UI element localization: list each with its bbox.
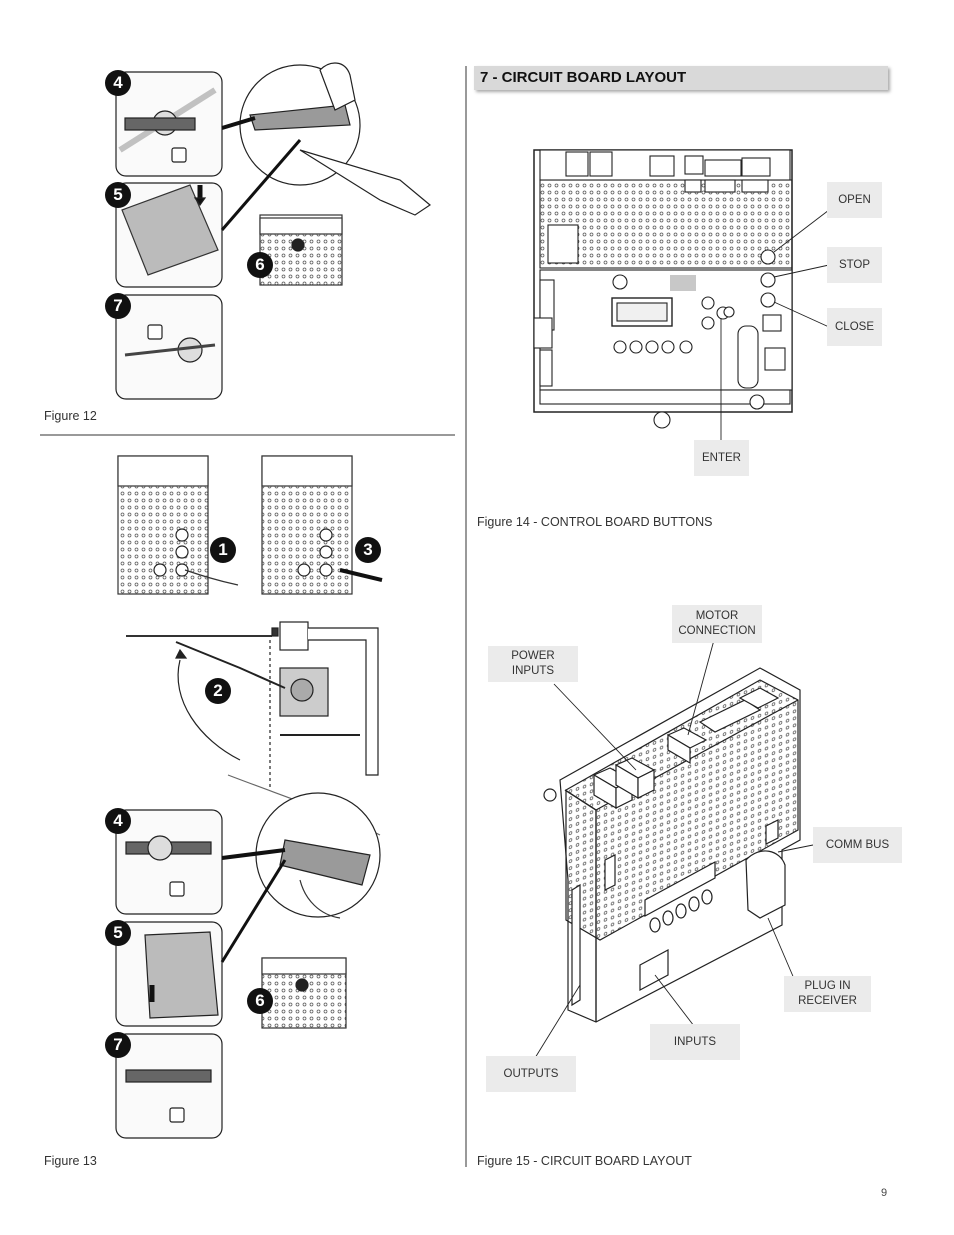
figure13-illustration [115, 455, 383, 1139]
callout-comm-bus: COMM BUS [813, 827, 902, 863]
page-number: 9 [881, 1187, 888, 1199]
step-badge-4: 4 [105, 70, 131, 96]
step-badge-1: 1 [210, 537, 236, 563]
step-badge-6: 6 [247, 252, 273, 278]
callout-enter: ENTER [694, 440, 749, 476]
step-badge-5b: 5 [105, 920, 131, 946]
callout-power-inputs: POWER INPUTS [488, 646, 578, 682]
step-badge-7b: 7 [105, 1032, 131, 1058]
figure13-caption: Figure 13 [44, 1154, 97, 1168]
step-badge-3: 3 [355, 537, 381, 563]
control-board-front [533, 149, 793, 429]
callout-motor-connection: MOTOR CONNECTION [672, 605, 762, 643]
callout-stop: STOP [827, 247, 882, 283]
figure12-illustration [115, 62, 432, 400]
step-badge-4b: 4 [105, 808, 131, 834]
circuit-board-3d [543, 667, 801, 1023]
callout-outputs: OUTPUTS [486, 1056, 576, 1092]
callout-open: OPEN [827, 182, 882, 218]
figure15-leaders [534, 639, 814, 1059]
figure12-caption: Figure 12 [44, 409, 97, 423]
callout-plug-in-receiver: PLUG IN RECEIVER [784, 976, 871, 1012]
figure14-caption: Figure 14 - CONTROL BOARD BUTTONS [477, 515, 713, 529]
figure14-leaders [720, 209, 830, 440]
callout-inputs: INPUTS [650, 1024, 740, 1060]
step-badge-5: 5 [105, 182, 131, 208]
step-badge-2: 2 [205, 678, 231, 704]
section-title: 7 - CIRCUIT BOARD LAYOUT [474, 66, 888, 90]
step-badge-6b: 6 [247, 988, 273, 1014]
step-badge-7: 7 [105, 293, 131, 319]
figure15-caption: Figure 15 - CIRCUIT BOARD LAYOUT [477, 1154, 692, 1168]
callout-close: CLOSE [827, 308, 882, 346]
